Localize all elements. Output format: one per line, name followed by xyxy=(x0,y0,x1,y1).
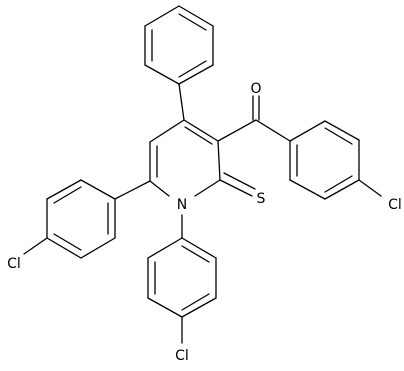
chlorophenyl-ring-bottom xyxy=(147,237,217,318)
bond-aryl-cl-left xyxy=(23,237,48,255)
bond-c3-carbonyl xyxy=(217,119,257,142)
chlorophenyl-ring-benzoyl xyxy=(289,120,360,200)
chlorine-atom-label-bottom: Cl xyxy=(175,348,189,364)
oxygen-atom-label: O xyxy=(250,81,261,97)
phenyl-ring xyxy=(144,5,214,85)
pyridine-thione-ring xyxy=(149,119,221,197)
thione-bond-2 xyxy=(223,172,256,190)
sulfur-atom-label: S xyxy=(257,191,266,207)
nitrogen-atom-label: N xyxy=(177,197,187,213)
bond-c6-aryl xyxy=(114,180,151,200)
bond-phenyl-c4 xyxy=(178,83,185,121)
chlorine-atom-label-left: Cl xyxy=(7,256,21,272)
chlorine-atom-label-benzoyl: Cl xyxy=(388,197,402,213)
thione-bond xyxy=(219,179,253,197)
bond-carbonyl-aryl xyxy=(255,119,291,142)
chlorophenyl-ring-left xyxy=(46,179,116,259)
bond-aryl-cl-benzoyl xyxy=(358,179,382,197)
